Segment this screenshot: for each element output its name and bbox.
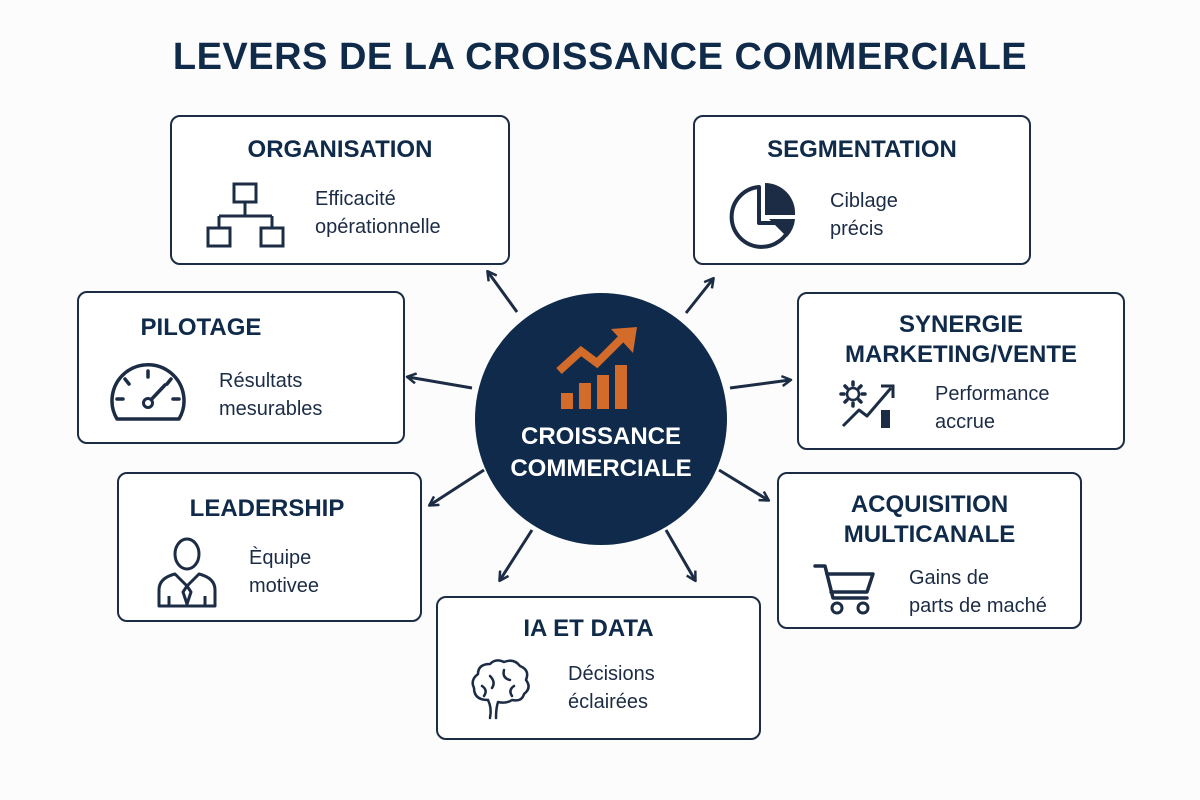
- pie-chart-icon: [729, 182, 796, 249]
- arrow-pilotage: [408, 377, 473, 390]
- card-text: Performance accrue: [935, 383, 1050, 433]
- card-title: LEADERSHIP: [189, 495, 345, 522]
- growth-chart-icon: [556, 327, 637, 409]
- card-text: Résultats mesurables: [219, 370, 323, 420]
- card-pilotage: PILOTAGE Résultats mesurables: [77, 291, 405, 444]
- org-chart-icon: [206, 182, 285, 248]
- gear-growth-icon: [839, 380, 895, 428]
- card-text: Gains de parts de maché: [909, 567, 1047, 617]
- arrow-segmentation: [684, 279, 713, 314]
- card-text: Décisions éclairées: [568, 663, 655, 713]
- arrow-ia-right: [664, 529, 695, 580]
- card-title: ACQUISITION MULTICANALE: [843, 491, 1016, 548]
- card-segmentation: SEGMENTATION Ciblage précis: [693, 115, 1031, 265]
- card-text: Èquipe motivee: [249, 547, 320, 597]
- arrow-synergie: [729, 380, 790, 390]
- card-title: SYNERGIE MARKETING/VENTE: [844, 311, 1077, 368]
- card-ia-data: IA ET DATA Décisions éclairées: [436, 596, 761, 740]
- card-title: PILOTAGE: [140, 314, 262, 341]
- person-icon: [157, 537, 217, 608]
- card-text: Efficacité opérationnelle: [315, 188, 441, 238]
- arrow-ia-left: [500, 529, 534, 580]
- brain-icon: [471, 659, 530, 720]
- card-organisation: ORGANISATION Efficacité opérationnelle: [170, 115, 510, 265]
- card-leadership: LEADERSHIP Èquipe motivee: [117, 472, 422, 622]
- card-title: IA ET DATA: [523, 615, 654, 642]
- card-title: SEGMENTATION: [767, 136, 957, 163]
- arrow-acquisition: [718, 468, 768, 500]
- cart-icon: [813, 564, 875, 615]
- card-text: Ciblage précis: [830, 190, 898, 240]
- hub-label: CROISSANCE COMMERCIALE: [510, 423, 692, 482]
- central-hub: CROISSANCE COMMERCIALE: [475, 293, 727, 545]
- arrow-organisation: [488, 272, 519, 313]
- gauge-icon: [110, 363, 186, 421]
- card-synergie: SYNERGIE MARKETING/VENTE Performance acc…: [797, 292, 1125, 450]
- page-title: LEVERS DE LA CROISSANCE COMMERCIALE: [172, 36, 1028, 78]
- card-title: ORGANISATION: [247, 136, 433, 163]
- arrow-leadership: [430, 468, 485, 505]
- card-acquisition: ACQUISITION MULTICANALE Gains de parts d…: [777, 472, 1082, 629]
